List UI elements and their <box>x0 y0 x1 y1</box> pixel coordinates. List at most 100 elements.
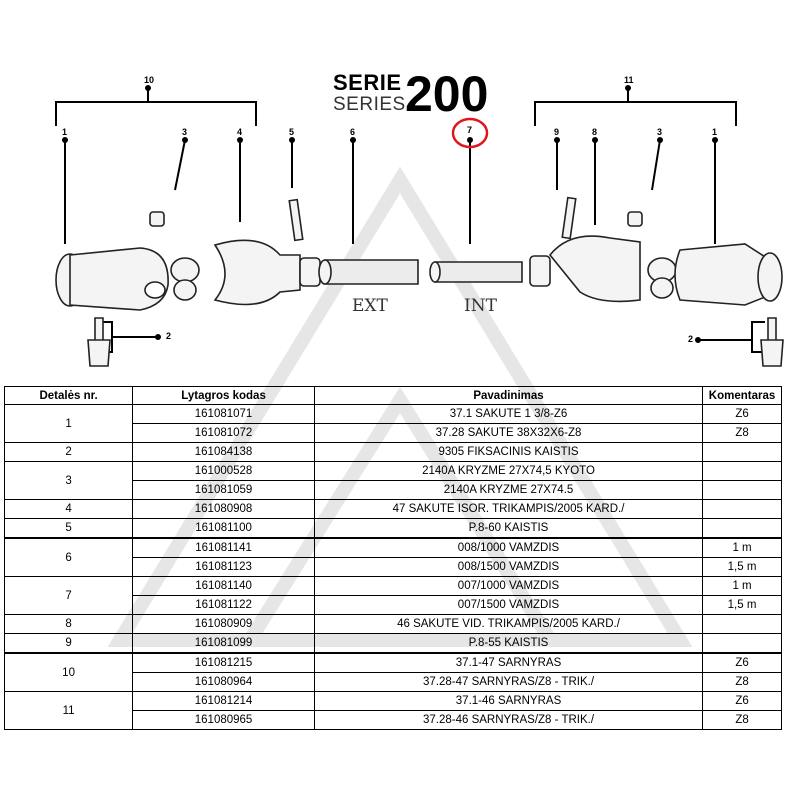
cell-name: 2140A KRYZME 27X74.5 <box>313 480 704 500</box>
callout-8: 8 <box>592 127 598 137</box>
cell-comment: Z6 <box>702 691 782 711</box>
cell-part-nr: 7 <box>3 576 134 615</box>
cell-code: 161081071 <box>132 404 315 424</box>
callout-4: 4 <box>237 127 243 137</box>
cell-comment <box>702 518 782 539</box>
cell-code: 161081072 <box>132 423 315 443</box>
cell-name: 37.28-46 SARNYRAS/Z8 - TRIK./ <box>313 710 704 730</box>
callout-5: 5 <box>289 127 295 137</box>
cell-comment: 1 m <box>702 576 782 596</box>
cell-part-nr: 3 <box>3 461 134 500</box>
driveshaft-drawing <box>55 85 784 367</box>
cell-name: 37.1-47 SARNYRAS <box>313 652 704 673</box>
cell-code: 161080909 <box>132 614 315 634</box>
cell-code: 161084138 <box>132 442 315 462</box>
cell-code: 161080964 <box>132 672 315 692</box>
cell-comment <box>702 633 782 654</box>
cell-name: 007/1000 VAMZDIS <box>313 576 704 596</box>
cell-comment: Z8 <box>702 710 782 730</box>
cell-part-nr: 10 <box>3 652 134 692</box>
cell-comment: 1 m <box>702 537 782 558</box>
cell-name: 37.28 SAKUTE 38X32X6-Z8 <box>313 423 704 443</box>
callout-3-left: 3 <box>182 127 188 137</box>
col-header-comment: Komentaras <box>702 386 782 405</box>
col-header-nr: Detalės nr. <box>3 386 134 405</box>
cell-name: 37.28-47 SARNYRAS/Z8 - TRIK./ <box>313 672 704 692</box>
exploded-diagram: 10 11 1 3 4 5 6 7 9 8 3 1 2 2 SERIE SERI… <box>0 0 800 380</box>
callout-1-left: 1 <box>62 127 68 137</box>
cell-name: 47 SAKUTE ISOR. TRIKAMPIS/2005 KARD./ <box>313 499 704 519</box>
cell-code: 161080908 <box>132 499 315 519</box>
cell-name: P.8-60 KAISTIS <box>313 518 704 539</box>
cell-code: 161000528 <box>132 461 315 481</box>
cell-comment: Z8 <box>702 672 782 692</box>
cell-code: 161081214 <box>132 691 315 711</box>
cell-code: 161081141 <box>132 537 315 558</box>
cell-name: 008/1500 VAMZDIS <box>313 557 704 577</box>
cell-part-nr: 6 <box>3 537 134 577</box>
cell-part-nr: 5 <box>3 518 134 539</box>
cell-comment <box>702 461 782 481</box>
cell-comment: 1,5 m <box>702 595 782 615</box>
cell-comment: Z6 <box>702 404 782 424</box>
callout-2-left: 2 <box>166 331 172 341</box>
cell-code: 161081100 <box>132 518 315 539</box>
cell-code: 161081215 <box>132 652 315 673</box>
callout-9: 9 <box>554 127 560 137</box>
cell-code: 161081122 <box>132 595 315 615</box>
cell-name: 46 SAKUTE VID. TRIKAMPIS/2005 KARD./ <box>313 614 704 634</box>
serie-label: SERIE <box>333 70 402 95</box>
ext-label: EXT <box>352 296 388 316</box>
cell-name: 37.1 SAKUTE 1 3/8-Z6 <box>313 404 704 424</box>
callout-1-right: 1 <box>712 127 718 137</box>
series-number: 200 <box>405 66 489 122</box>
callout-7: 7 <box>467 125 473 135</box>
cell-part-nr: 8 <box>3 614 134 634</box>
cell-comment: Z8 <box>702 423 782 443</box>
cell-name: 008/1000 VAMZDIS <box>313 537 704 558</box>
int-label: INT <box>464 296 497 316</box>
cell-code: 161081059 <box>132 480 315 500</box>
cell-name: 2140A KRYZME 27X74,5 KYOTO <box>313 461 704 481</box>
callout-6: 6 <box>350 127 356 137</box>
callout-3-right: 3 <box>657 127 663 137</box>
cell-part-nr: 9 <box>3 633 134 654</box>
cell-comment: Z6 <box>702 652 782 673</box>
cell-name: P.8-55 KAISTIS <box>313 633 704 654</box>
cell-name: 007/1500 VAMZDIS <box>313 595 704 615</box>
parts-table: Detalės nr. Lytagros kodas Pavadinimas K… <box>3 386 782 730</box>
col-header-code: Lytagros kodas <box>132 386 315 405</box>
cell-code: 161081123 <box>132 557 315 577</box>
cell-part-nr: 2 <box>3 442 134 462</box>
cell-comment <box>702 480 782 500</box>
cell-code: 161081099 <box>132 633 315 654</box>
cell-comment: 1,5 m <box>702 557 782 577</box>
cell-code: 161080965 <box>132 710 315 730</box>
series-label: SERIES <box>333 94 406 115</box>
cell-comment <box>702 442 782 462</box>
callout-10: 10 <box>144 75 155 85</box>
cell-comment <box>702 499 782 519</box>
callout-2-right: 2 <box>688 334 694 344</box>
cell-name: 37.1-46 SARNYRAS <box>313 691 704 711</box>
cell-part-nr: 11 <box>3 691 134 730</box>
table-header-row: Detalės nr. Lytagros kodas Pavadinimas K… <box>3 386 782 405</box>
callout-11: 11 <box>624 75 634 85</box>
cell-comment <box>702 614 782 634</box>
